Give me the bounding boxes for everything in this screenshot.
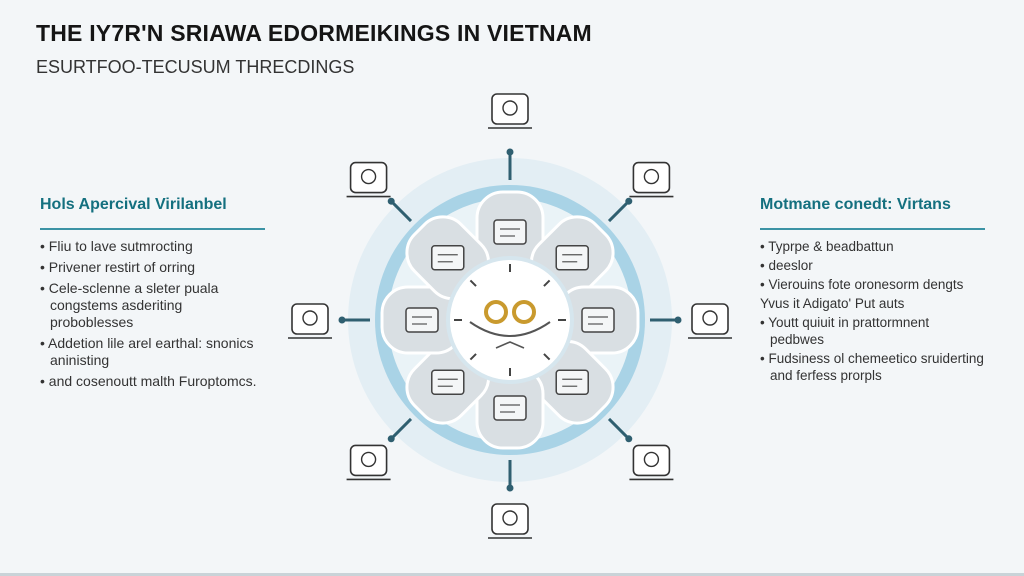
arrow-head: [625, 435, 633, 443]
right-panel: Motmane conedt: Virtans Typrpe & beadbat…: [760, 196, 985, 386]
arrow-head: [625, 197, 633, 205]
arrow: [390, 417, 413, 440]
arrow: [607, 417, 630, 440]
workers-icon: [288, 303, 332, 339]
right-bullet-list: Typrpe & beadbattun deeslorVierouins fote…: [760, 238, 985, 384]
arrow-head: [674, 316, 682, 324]
center-emblem-icon: [469, 300, 551, 349]
screen-icon: [555, 245, 589, 271]
bullet-item: Addetion lile arel earthal: snonics anin…: [40, 335, 265, 369]
bullet-item: Fliu to lave sutmrocting: [40, 238, 265, 255]
wheel-icon: [431, 369, 465, 395]
bullet-item: Typrpe & beadbattun: [760, 238, 985, 255]
bottom-border: [0, 573, 1024, 576]
left-bullet-list: Fliu to lave sutmroctingPrivener restirt…: [40, 238, 265, 390]
document-icon: [581, 307, 615, 333]
clipboard-icon: [346, 161, 391, 198]
factory-icon: [629, 161, 674, 198]
petal: [475, 366, 545, 450]
document-icon: [405, 307, 439, 333]
folder-icon: [493, 395, 527, 421]
bullet-item: Youtt quiuit in prattormnent pedbwes: [760, 314, 985, 348]
gauge-icon: [431, 245, 465, 271]
bullet-item: Vierouins fote oronesorm dengts: [760, 276, 985, 293]
arrow: [607, 200, 630, 223]
divider: [760, 228, 985, 230]
tick-mark: [543, 353, 551, 361]
page-title: THE IY7R'N SRIAWA EDORMEIKINGS IN VIETNA…: [36, 20, 592, 46]
gear-cluster-icon: [488, 93, 532, 129]
divider: [40, 228, 265, 230]
bullet-item: deeslor: [760, 257, 985, 274]
engineer-icon: [488, 503, 532, 539]
arrow-head: [387, 435, 395, 443]
left-panel-heading: Hols Apercival Virilanbel: [40, 196, 227, 213]
center-circle: [446, 256, 574, 384]
arrow-head: [506, 148, 514, 156]
machine-icon: [629, 444, 674, 481]
arrow-head: [506, 484, 514, 492]
robot-icon: [688, 303, 732, 339]
bullet-item: and cosenoutt malth Furoptomcs.: [40, 373, 265, 390]
right-panel-heading: Motmane conedt: Virtans: [760, 196, 951, 213]
page-subtitle: ESURTFOO-TECUSUM THRECDINGS: [36, 57, 355, 77]
worker-icon: [346, 444, 391, 481]
arrow: [390, 200, 413, 223]
bullet-item: Privener restirt of orring: [40, 259, 265, 276]
left-panel: Hols Apercival Virilanbel Fliu to lave s…: [40, 196, 265, 394]
bullet-item: Fudsiness ol chemeetico sruiderting and …: [760, 350, 985, 384]
tick-mark: [543, 279, 551, 287]
calendar-icon: [555, 369, 589, 395]
arrow-head: [387, 197, 395, 205]
chip-icon: [493, 219, 527, 245]
bullet-item: Yvus it Adigato' Put auts: [760, 296, 905, 311]
tick-mark: [469, 353, 477, 361]
tick-mark: [469, 279, 477, 287]
arrow-head: [338, 316, 346, 324]
bullet-item: Cele-sclenne a sleter puala congstems as…: [40, 280, 265, 331]
